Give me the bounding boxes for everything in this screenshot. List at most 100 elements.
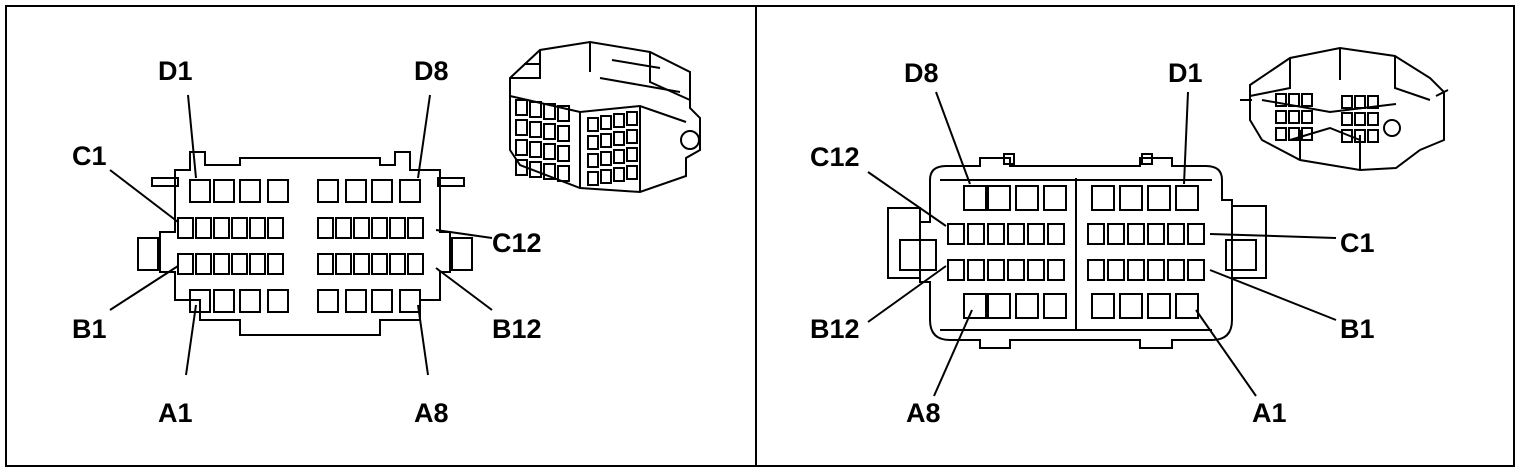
label-c12-right: C12 [810, 142, 860, 172]
cavity-b [249, 253, 266, 275]
cavity-c [1087, 223, 1105, 245]
cavity-d6 [345, 179, 367, 203]
cavity-c [1187, 223, 1205, 245]
cavity-a [1175, 293, 1199, 319]
iso-cavity [543, 143, 556, 160]
cavity-c [317, 217, 334, 239]
diagram-border [5, 5, 1515, 467]
iso-cavity [529, 141, 542, 158]
label-d8: D8 [414, 56, 449, 86]
cavity-d [1175, 185, 1199, 211]
right-latch-knob-right [1225, 239, 1257, 271]
iso-cavity [515, 159, 528, 176]
cavity-d3 [239, 179, 261, 203]
label-a1-right: A1 [1252, 398, 1287, 428]
cavity-b [1187, 259, 1205, 281]
iso-cavity [600, 115, 612, 130]
iso-cavity [1301, 93, 1313, 107]
iso-cavity [529, 121, 542, 138]
iso-cavity [529, 101, 542, 118]
iso-cavity [1288, 127, 1300, 141]
cavity-b [371, 253, 388, 275]
cavity-b [407, 253, 424, 275]
iso-cavity [626, 147, 638, 162]
label-c1-right: C1 [1340, 228, 1375, 258]
cavity-c [213, 217, 230, 239]
cavity-a [1043, 293, 1067, 319]
cavity-d [987, 185, 1011, 211]
iso-cavity [1367, 129, 1379, 143]
left-cavity-grid [177, 179, 424, 313]
cavity-b [1167, 259, 1185, 281]
cavity-c [987, 223, 1005, 245]
iso-cavity [587, 171, 599, 186]
cavity-a [267, 289, 289, 313]
cavity-d [963, 185, 987, 211]
iso-cavity [515, 99, 528, 116]
cavity-d5 [317, 179, 339, 203]
cavity-b [1047, 259, 1065, 281]
right-connector-body [919, 157, 1233, 349]
cavity-b [987, 259, 1005, 281]
cavity-d [1119, 185, 1143, 211]
cavity-c [967, 223, 985, 245]
label-c1: C1 [72, 141, 107, 171]
cavity-c [335, 217, 352, 239]
iso-cavity [543, 163, 556, 180]
cavity-b [353, 253, 370, 275]
cavity-b [1127, 259, 1145, 281]
cavity-b [267, 253, 284, 275]
cavity-d7 [371, 179, 393, 203]
cavity-c [947, 223, 965, 245]
right-leader-lines [867, 91, 1337, 397]
cavity-a [399, 289, 421, 313]
iso-cavity [600, 133, 612, 148]
cavity-b [967, 259, 985, 281]
iso-cavity [626, 165, 638, 180]
iso-cavity [543, 123, 556, 140]
iso-cavity [626, 111, 638, 126]
cavity-c [1047, 223, 1065, 245]
iso-cavity [557, 105, 570, 122]
right-top-peg [1003, 153, 1015, 165]
cavity-a [345, 289, 367, 313]
cavity-c [267, 217, 284, 239]
cavity-d [1091, 185, 1115, 211]
right-connector-illustration [1240, 46, 1449, 172]
cavity-c [1167, 223, 1185, 245]
iso-cavity [515, 119, 528, 136]
cavity-c [353, 217, 370, 239]
right-connector-face [887, 153, 1267, 349]
right-side-latch-right [1231, 205, 1267, 279]
cavity-a [317, 289, 339, 313]
right-cavity-grid [947, 185, 1205, 319]
label-a1: A1 [158, 398, 193, 428]
cavity-d [1015, 185, 1039, 211]
iso-cavity [626, 129, 638, 144]
iso-cavity [1301, 127, 1313, 141]
cavity-c [407, 217, 424, 239]
iso-cavity [613, 167, 625, 182]
iso-cavity [557, 125, 570, 142]
iso-cavity [557, 165, 570, 182]
iso-cavity [613, 113, 625, 128]
cavity-b [177, 253, 194, 275]
iso-cavity [1275, 127, 1287, 141]
cavity-b [317, 253, 334, 275]
right-latch-knob-left [899, 239, 937, 271]
iso-cavity [1341, 112, 1353, 126]
iso-cavity [515, 139, 528, 156]
label-d8-right: D8 [904, 58, 939, 88]
iso-cavity [587, 153, 599, 168]
iso-cavity [600, 169, 612, 184]
label-b1-right: B1 [1340, 314, 1375, 344]
cavity-c [389, 217, 406, 239]
left-connector-face [137, 151, 473, 336]
right-side-latch [451, 237, 473, 271]
cavity-d [1043, 185, 1067, 211]
right-top-peg-2 [1141, 153, 1153, 165]
iso-cavity [1341, 129, 1353, 143]
cavity-b [1107, 259, 1125, 281]
label-d1: D1 [158, 56, 193, 86]
